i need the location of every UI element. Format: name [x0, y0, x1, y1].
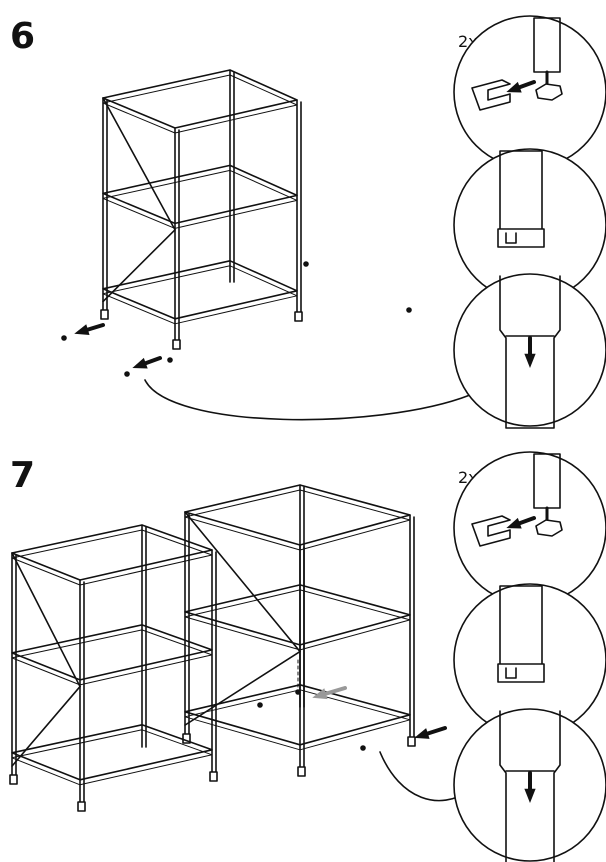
slide-arrow-ghost	[312, 686, 347, 700]
shelf-frame	[184, 584, 411, 646]
screw-dot	[124, 371, 130, 377]
cross-brace	[102, 228, 176, 303]
arrow-head	[506, 517, 522, 529]
foot	[294, 311, 303, 322]
shelf-unit-step-6	[100, 69, 303, 350]
foot	[77, 801, 86, 812]
shelf-frame-inner	[102, 74, 298, 134]
screw-dot	[61, 335, 67, 341]
shelf-frame	[11, 723, 213, 781]
shelf-frame	[102, 69, 298, 129]
insert-arrow	[506, 516, 536, 529]
shelf-frame-inner	[11, 529, 213, 586]
screw-dot	[360, 745, 366, 751]
leg-clip	[471, 515, 511, 547]
arrow-head	[524, 353, 536, 368]
clip-slot	[505, 232, 517, 244]
arrow-head	[524, 788, 536, 803]
push-down-arrow	[524, 336, 536, 368]
arrow-head	[74, 324, 90, 335]
detail-parts-step-6	[453, 15, 606, 169]
connector-curve	[144, 379, 471, 421]
shelf-unit-step-7-right	[182, 484, 416, 777]
leg-tube	[499, 275, 561, 429]
leg-clip	[497, 663, 545, 683]
screw-dot	[406, 307, 412, 313]
hex-nut	[535, 83, 563, 101]
step-6-number: 6	[10, 16, 36, 57]
leg-tube	[499, 710, 561, 862]
foot	[172, 339, 181, 350]
slide-arrow	[414, 726, 447, 739]
hex-nut	[535, 519, 563, 537]
shelf-frame-inner	[11, 629, 213, 686]
leg-clip	[471, 79, 511, 111]
screw-dot	[167, 357, 173, 363]
insert-arrow	[506, 80, 536, 93]
arrow-head	[506, 81, 522, 93]
shelf-frame	[11, 524, 213, 581]
step-7-number: 7	[10, 455, 36, 496]
arrow-head	[312, 688, 328, 700]
shelf-frame-inner	[102, 169, 298, 229]
foot	[209, 771, 218, 782]
screw-dot	[303, 261, 309, 267]
foot	[407, 736, 416, 747]
shelf-frame-inner	[184, 689, 411, 751]
shelf-frame-inner	[11, 729, 213, 786]
push-down-arrow	[524, 771, 536, 803]
screw-dot	[257, 702, 263, 708]
leg-clip	[497, 228, 545, 248]
detail-parts-step-7	[453, 451, 606, 605]
cross-brace	[184, 511, 301, 653]
shelf-frame	[102, 164, 298, 225]
foot	[297, 766, 306, 777]
shelf-frame	[184, 683, 411, 746]
cross-brace	[184, 650, 301, 726]
shelf-unit-step-7-left	[9, 524, 218, 812]
arrow-head	[132, 357, 148, 369]
shelf-frame-inner	[184, 589, 411, 651]
foot	[100, 309, 109, 320]
arrow-head	[414, 728, 430, 739]
shelf-frame	[11, 624, 213, 681]
shelf-frame	[184, 484, 411, 546]
slide-arrow	[74, 323, 105, 335]
cross-brace	[102, 97, 176, 231]
shelf-frame-inner	[102, 265, 298, 325]
cross-brace	[11, 685, 81, 767]
foot	[9, 774, 18, 785]
clip-slot	[505, 667, 517, 679]
foot	[182, 733, 191, 744]
cross-brace	[11, 552, 81, 688]
shelf-frame	[102, 259, 298, 320]
shelf-frame-inner	[184, 489, 411, 551]
screw-dot	[295, 689, 301, 695]
slide-arrow	[132, 356, 162, 369]
